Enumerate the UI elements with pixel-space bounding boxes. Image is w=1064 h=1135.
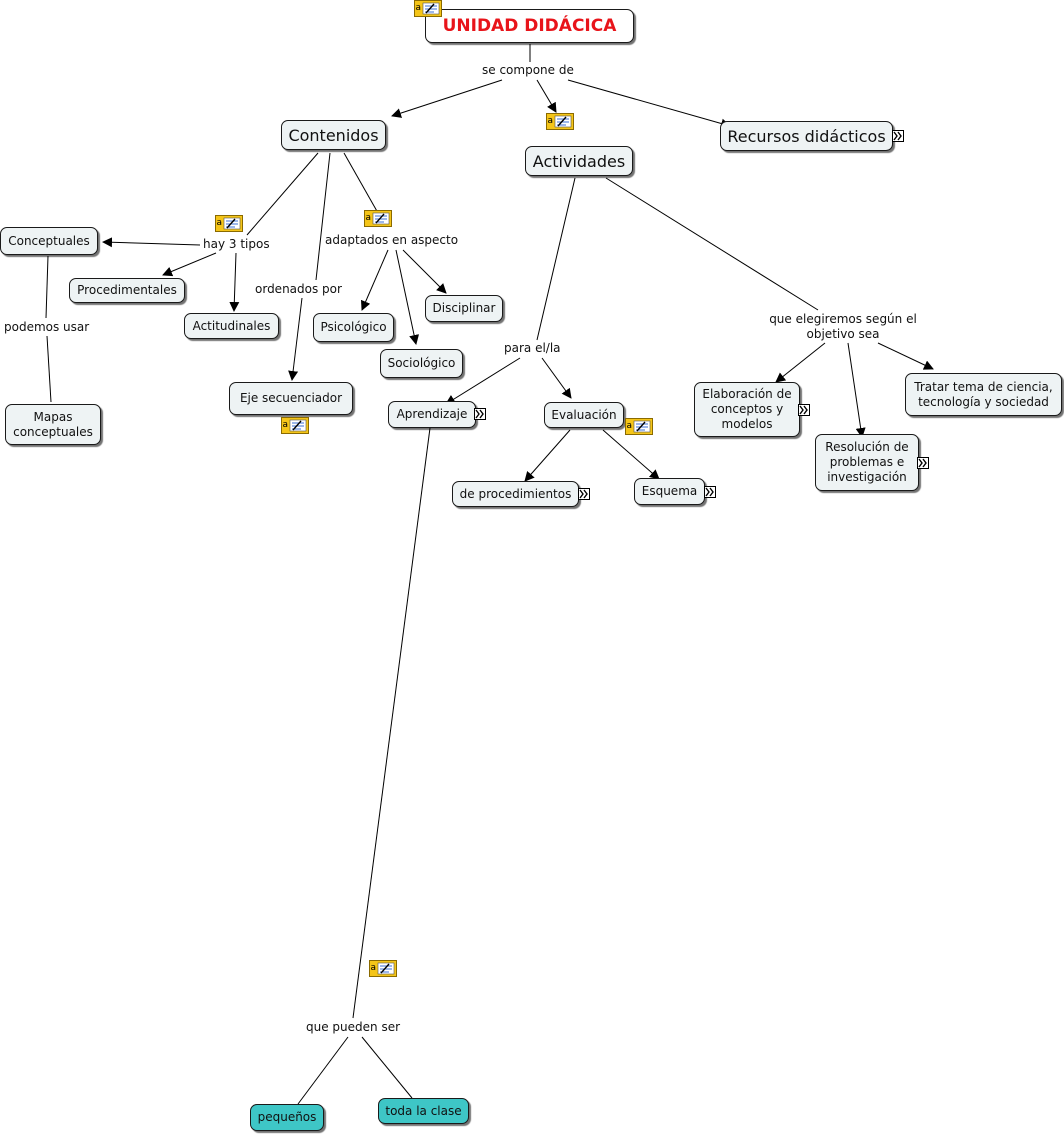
expand-icon[interactable] bbox=[474, 408, 486, 420]
link-se-compone-de: se compone de bbox=[480, 63, 576, 78]
svg-text:a: a bbox=[416, 3, 422, 13]
disciplinar-node[interactable]: Disciplinar bbox=[425, 295, 503, 322]
contenidos-node[interactable]: Contenidos bbox=[281, 120, 386, 150]
unidad-didactica-node[interactable]: UNIDAD DIDÁCICA bbox=[425, 9, 634, 43]
link-para-el-la: para el/la bbox=[502, 341, 563, 356]
note-icon[interactable]: a bbox=[215, 215, 243, 232]
note-icon[interactable]: a bbox=[414, 0, 442, 17]
tratar-tema-node[interactable]: Tratar tema de ciencia, tecnología y soc… bbox=[905, 373, 1062, 416]
note-icon[interactable]: a bbox=[364, 210, 392, 227]
svg-text:a: a bbox=[283, 420, 289, 430]
expand-icon[interactable] bbox=[892, 130, 904, 142]
evaluacion-node[interactable]: Evaluación bbox=[544, 402, 624, 428]
svg-text:a: a bbox=[371, 963, 377, 973]
toda-la-clase-node[interactable]: toda la clase bbox=[378, 1098, 469, 1124]
svg-text:a: a bbox=[366, 213, 372, 223]
note-icon[interactable]: a bbox=[369, 960, 397, 977]
resolucion-node[interactable]: Resolución de problemas e investigación bbox=[815, 434, 919, 491]
elaboracion-node[interactable]: Elaboración de conceptos y modelos bbox=[694, 382, 800, 437]
svg-text:a: a bbox=[627, 421, 633, 431]
link-que-elegiremos: que elegiremos según el objetivo sea bbox=[766, 312, 920, 342]
psicologico-node[interactable]: Psicológico bbox=[313, 313, 394, 342]
eje-secuenciador-node[interactable]: Eje secuenciador bbox=[229, 382, 353, 415]
esquema-node[interactable]: Esquema bbox=[634, 478, 705, 505]
svg-text:a: a bbox=[548, 116, 554, 126]
procedimentales-node[interactable]: Procedimentales bbox=[69, 278, 185, 303]
expand-icon[interactable] bbox=[798, 404, 810, 416]
sociologico-node[interactable]: Sociológico bbox=[380, 349, 463, 378]
actividades-node[interactable]: Actividades bbox=[525, 146, 633, 176]
mapas-conceptuales-node[interactable]: Mapas conceptuales bbox=[5, 404, 101, 445]
expand-icon[interactable] bbox=[917, 457, 929, 469]
link-ordenados-por: ordenados por bbox=[253, 282, 344, 297]
link-adaptados-en-aspecto: adaptados en aspecto bbox=[323, 233, 461, 248]
note-icon[interactable]: a bbox=[625, 418, 653, 435]
note-icon[interactable]: a bbox=[546, 113, 574, 130]
pequenos-node[interactable]: pequeños bbox=[250, 1104, 324, 1131]
expand-icon[interactable] bbox=[704, 486, 716, 498]
svg-text:a: a bbox=[217, 218, 223, 228]
expand-icon[interactable] bbox=[578, 488, 590, 500]
link-podemos-usar: podemos usar bbox=[2, 320, 92, 335]
aprendizaje-node[interactable]: Aprendizaje bbox=[388, 401, 476, 428]
note-icon[interactable]: a bbox=[281, 417, 309, 434]
actitudinales-node[interactable]: Actitudinales bbox=[184, 313, 279, 339]
link-hay-3-tipos: hay 3 tipos bbox=[201, 237, 272, 252]
de-procedimientos-node[interactable]: de procedimientos bbox=[452, 481, 579, 507]
recursos-didacticos-node[interactable]: Recursos didácticos bbox=[720, 121, 893, 151]
conceptuales-node[interactable]: Conceptuales bbox=[0, 227, 98, 255]
link-que-pueden-ser: que pueden ser bbox=[304, 1020, 403, 1035]
